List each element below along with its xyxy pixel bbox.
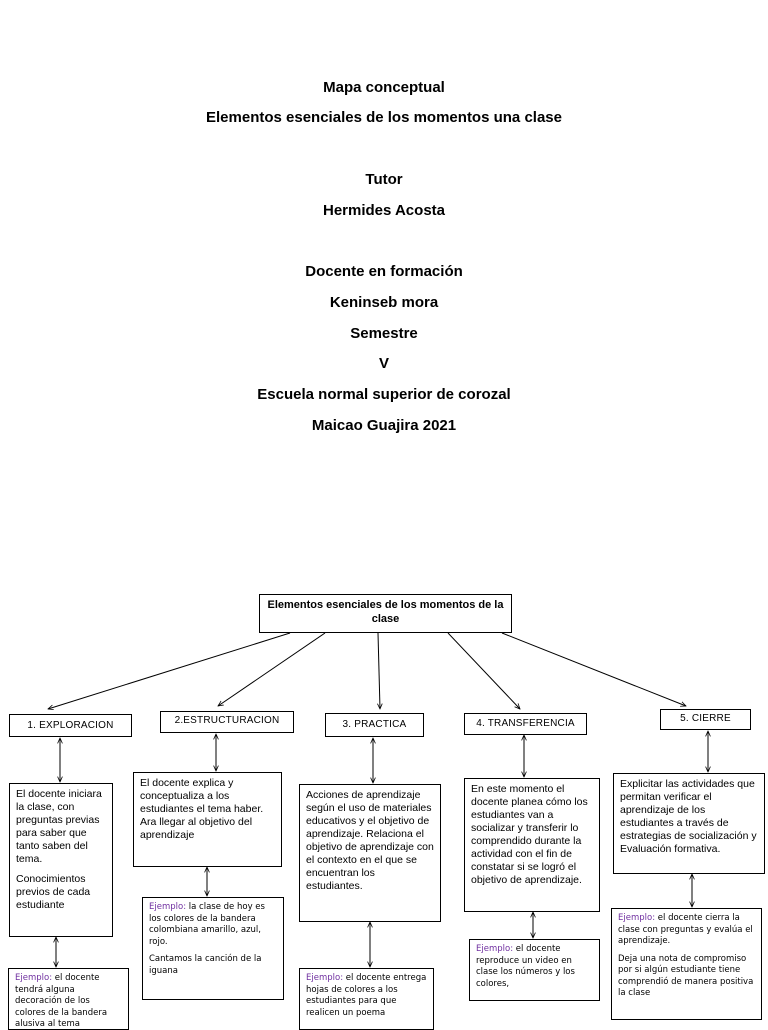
transferencia-description-text: En este momento el docente planea cómo l… — [471, 783, 588, 886]
transferencia-example: Ejemplo: el docente reproduce un video e… — [469, 939, 600, 1001]
practica-description: Acciones de aprendizaje según el uso de … — [299, 784, 441, 922]
estructuracion-example: Ejemplo: la clase de hoy es los colores … — [142, 897, 284, 1000]
practica-example: Ejemplo: el docente entrega hojas de col… — [299, 968, 434, 1030]
root-to-estructuracion-arrow — [218, 632, 326, 706]
estructuracion-example-text-2: Cantamos la canción de la iguana — [149, 954, 262, 976]
location-year: Maicao Guajira 2021 — [311, 417, 457, 434]
exploracion-example: Ejemplo: el docente tendrá alguna decora… — [8, 968, 129, 1030]
estructuracion-example-label: Ejemplo: — [149, 902, 187, 912]
semester-label: Semestre — [350, 325, 418, 342]
semester-value: V — [378, 355, 389, 372]
practica-description-text: Acciones de aprendizaje según el uso de … — [306, 789, 434, 892]
transferencia-example-text: el docente reproduce un video en clase l… — [476, 944, 575, 989]
cierre-example-text-2: Deja una nota de compromiso por si algún… — [618, 953, 754, 999]
concept-map-root: Elementos esenciales de los momentos de … — [259, 594, 512, 633]
stage-exploracion: 1. EXPLORACION — [9, 714, 132, 737]
exploracion-example-label: Ejemplo: — [15, 973, 53, 983]
doc-subtitle: Elementos esenciales de los momentos una… — [206, 109, 562, 126]
stage-estructuracion: 2.ESTRUCTURACION — [160, 711, 294, 733]
practica-example-label: Ejemplo: — [306, 973, 344, 983]
stage-cierre: 5. CIERRE — [660, 709, 751, 730]
transferencia-example-label: Ejemplo: — [476, 944, 514, 954]
cierre-description: Explicitar las actividades que permitan … — [613, 773, 765, 874]
student-label: Docente en formación — [305, 263, 463, 280]
cierre-example-label: Ejemplo: — [618, 913, 656, 923]
stage-transferencia: 4. TRANSFERENCIA — [464, 713, 587, 735]
exploracion-description-text-2: Conocimientos previos de cada estudiante — [16, 873, 91, 911]
cierre-description-text: Explicitar las actividades que permitan … — [620, 778, 757, 855]
cierre-example: Ejemplo: el docente cierra la clase con … — [611, 908, 762, 1020]
practica-example-text: el docente entrega hojas de colores a lo… — [306, 973, 427, 1018]
cierre-example-text: el docente cierra la clase con preguntas… — [618, 913, 753, 946]
root-to-practica-arrow — [378, 632, 380, 709]
estructuracion-example-text: la clase de hoy es los colores de la ban… — [149, 902, 265, 947]
estructuracion-description: El docente explica y conceptualiza a los… — [133, 772, 282, 867]
student-name: Keninseb mora — [329, 294, 439, 311]
tutor-label: Tutor — [365, 171, 403, 188]
exploracion-description-text: El docente iniciara la clase, con pregun… — [16, 788, 102, 865]
root-to-transferencia-arrow — [447, 632, 520, 709]
root-to-cierre-arrow — [501, 632, 686, 706]
exploracion-description: El docente iniciara la clase, con pregun… — [9, 783, 113, 937]
transferencia-description: En este momento el docente planea cómo l… — [464, 778, 600, 912]
stage-practica: 3. PRACTICA — [325, 713, 424, 737]
estructuracion-description-text: El docente explica y conceptualiza a los… — [140, 777, 264, 841]
school-name: Escuela normal superior de corozal — [257, 386, 511, 403]
root-to-exploracion-arrow — [48, 632, 291, 709]
tutor-name: Hermides Acosta — [323, 202, 445, 219]
doc-title: Mapa conceptual — [323, 79, 445, 96]
